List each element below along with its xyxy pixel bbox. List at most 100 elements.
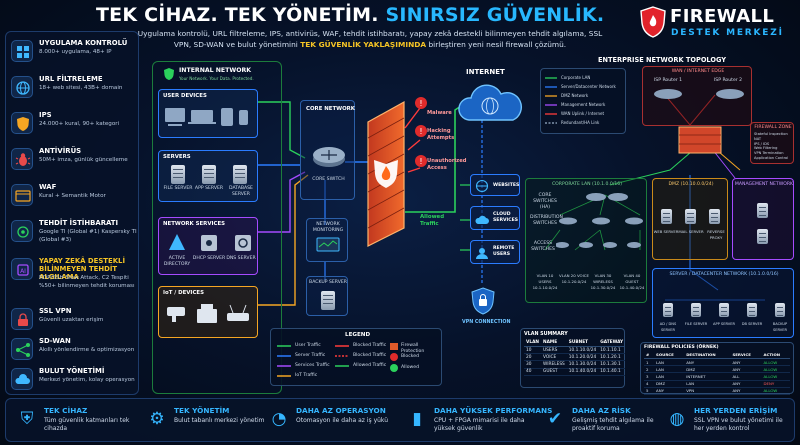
table-cell: GUEST <box>541 368 567 376</box>
table-cell: ALL <box>730 372 762 381</box>
dc-item-label: BACKUP SERVER <box>772 322 788 332</box>
wan-edge-label: WAN / INTERNET EDGE <box>671 69 725 74</box>
feature-sd-wan: SD-WAN Akıllı yönlendirme & optimizasyon <box>11 334 137 370</box>
management-server-icon <box>757 203 768 218</box>
cloud-icon <box>475 215 489 224</box>
table-cell: LAN <box>654 358 685 367</box>
vpn-connection-label: VPN CONNECTION <box>462 320 511 325</box>
user-icon <box>476 248 488 259</box>
grid-icon <box>11 40 33 62</box>
remote-users-box: REMOTE USERS <box>470 240 520 264</box>
core-switches-label: CORE SWITCHES (HA) <box>533 193 557 210</box>
svg-text:!: ! <box>419 157 422 166</box>
legend-user-traffic: User Traffic <box>295 343 321 348</box>
speed-icon: ◔ <box>271 409 287 429</box>
database-server-icon <box>233 165 247 184</box>
backup-server-box: BACKUP SERVER <box>306 276 348 316</box>
legend-blocked-swatches <box>335 345 349 367</box>
user-devices-icons <box>165 108 248 126</box>
firewall-zone-label: FIREWALL ZONE <box>754 125 792 130</box>
corporate-lan-label: CORPORATE LAN (10.1.0.0/16) <box>551 182 623 187</box>
legend-blocked-traffic: Blocked Traffic <box>353 343 387 348</box>
svg-text:!: ! <box>419 99 422 108</box>
benefit-desc: SSL VPN ve bulut yönetimi ile her yerden… <box>694 417 783 432</box>
lan-switch-icons <box>556 193 643 248</box>
title-prefix: TEK CİHAZ. TEK YÖNETİM. <box>96 4 379 26</box>
title-accent: SINIRSIZ GÜVENLİK. <box>385 4 605 26</box>
column-header: SOURCE <box>654 351 685 359</box>
feature-desc: Kural + Semantik Motor <box>39 193 106 199</box>
dc-item-label: FILE SERVER <box>684 322 708 326</box>
legend-allowed: Allowed <box>401 365 420 370</box>
benefit-desc: Otomasyon ile daha az iş yükü <box>296 417 389 424</box>
column-header: SERVICE <box>730 351 762 359</box>
app-server-label: APP SERVER <box>194 186 224 191</box>
web-server-label: WEB SERVER <box>653 229 679 234</box>
table-cell: WIRELESS <box>541 360 567 369</box>
isp-router-1-label: ISP Router 1 <box>653 78 683 83</box>
table-cell: INTERNET <box>684 372 731 381</box>
firewall-feature: VPN Termination <box>754 151 784 156</box>
topology-firewall-icon <box>678 126 722 154</box>
lock-icon <box>11 308 33 330</box>
benefit-desc: Tüm güvenlik katmanları tek cihazda <box>44 417 130 432</box>
column-header: SUBNET <box>566 339 599 347</box>
management-network-box: MANAGEMENT NETWORK <box>732 178 794 260</box>
reverse-proxy-icon <box>709 209 720 224</box>
table-cell: DMZ <box>654 380 685 388</box>
iot-devices-label: IoT / DEVICES <box>163 290 204 296</box>
internet-cloud-icon <box>458 84 522 121</box>
threat-unauthorized-label: Unauthorized Access <box>427 158 467 171</box>
table-cell: ALLOW <box>761 372 790 381</box>
benefit-title: DAHA AZ RİSK <box>572 406 631 415</box>
hacking-icon: ! <box>415 125 427 137</box>
vlan-subnet: 10.1.40.0/24 <box>619 285 645 290</box>
key-redundant-link: Redundant/HA Link <box>561 120 600 125</box>
column-header: # <box>644 351 655 359</box>
benefit-title: DAHA AZ OPERASYON <box>296 406 386 415</box>
shield-check-icon: ✔ <box>547 409 563 429</box>
feature-title: SSL VPN <box>39 307 72 315</box>
firewall-feature: NAT <box>754 136 762 141</box>
benefit-desc: CPU + FPGA mimarisi ile daha yüksek güve… <box>434 417 525 432</box>
table-cell: USERS <box>541 346 567 355</box>
legend-firewall-protection: Firewall Protection <box>401 343 425 354</box>
feature-app-control: UYGULAMA KONTROLÜ 8.000+ uygulama, 48+ I… <box>11 36 137 72</box>
server-datacenter-box: SERVER / DATACENTER NETWORK (10.1.0.0/16… <box>652 268 794 338</box>
monitor-icon <box>316 237 340 252</box>
table-cell: DENY <box>761 380 790 388</box>
column-header: DESTINATION <box>684 351 731 359</box>
websites-box: WEBSITES <box>470 174 520 196</box>
dmz-box: DMZ (10.10.0.0/24) WEB SERVER MAIL SERVE… <box>652 178 728 260</box>
benefit-single-management: ⚙ TEK YÖNETİM Bulut tabanlı merkezi yöne… <box>142 399 268 443</box>
dc-server-icon <box>719 303 729 317</box>
feature-title: SD-WAN <box>39 337 71 345</box>
feature-desc: RDP/SSH Slow Attack, C2 Tespiti %50+ bil… <box>39 275 135 289</box>
brand-logo: FIREWALL DESTEK MERKEZİ <box>640 6 798 46</box>
firewall-policies-box: FIREWALL POLICIES (ÖRNEK) # SOURCE DESTI… <box>640 342 794 395</box>
backup-server-label: BACKUP SERVER <box>309 280 347 285</box>
brand-tagline: DESTEK MERKEZİ <box>671 28 784 38</box>
dhcp-server-label: DHCP SERVER <box>192 256 226 261</box>
table-cell: ANY <box>730 365 762 374</box>
table-cell: VPN <box>684 387 731 395</box>
globe-icon <box>475 179 489 193</box>
topology-title: ENTERPRISE NETWORK TOPOLOGY <box>598 56 727 64</box>
table-cell: LAN <box>654 365 685 374</box>
intel-icon <box>11 220 33 242</box>
benefit-title: TEK CİHAZ <box>44 406 88 415</box>
shield-icon <box>11 112 33 134</box>
vpn-shield-icon <box>471 287 495 315</box>
dmz-label: DMZ (10.10.0.0/24) <box>668 182 714 187</box>
dns-server-label: DNS SERVER <box>226 256 256 261</box>
ai-icon: AI <box>11 258 33 280</box>
shield-icon: ⛨ <box>20 409 34 429</box>
feature-desc: Akıllı yönlendirme & optimizasyon <box>39 347 135 353</box>
active-directory-label: ACTIVE DIRECTORY <box>163 256 191 267</box>
feature-title: URL FİLTRELEME <box>39 75 103 83</box>
